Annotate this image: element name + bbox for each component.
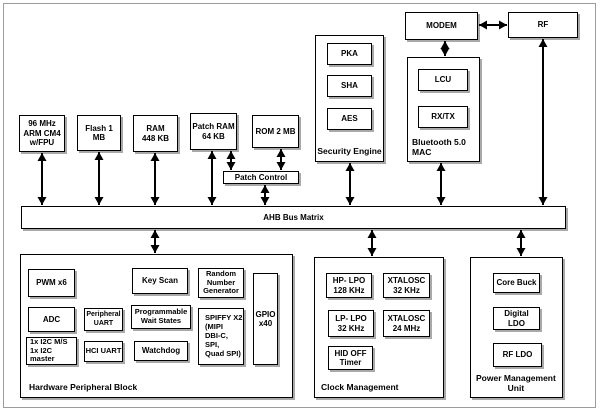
block-lp-lpo: LP- LPO 32 KHz bbox=[328, 310, 374, 337]
power-management-unit-title: Power Management Unit bbox=[476, 373, 556, 394]
block-programmable-wait-states: Programmable Wait States bbox=[131, 305, 191, 329]
block-modem: MODEM bbox=[405, 12, 478, 40]
security-engine-title: Security Engine bbox=[317, 146, 382, 157]
block-sha: SHA bbox=[327, 75, 372, 97]
block-rom: ROM 2 MB bbox=[252, 115, 299, 148]
block-xtalosc-32khz: XTALOSC 32 KHz bbox=[383, 273, 430, 298]
diagram-border bbox=[3, 3, 596, 408]
block-gpio: GPIO x40 bbox=[253, 273, 278, 365]
block-xtalosc-24mhz: XTALOSC 24 MHz bbox=[383, 310, 430, 337]
block-hid-off-timer: HID OFF Timer bbox=[328, 346, 373, 370]
block-lcu: LCU bbox=[418, 69, 468, 91]
block-hci-uart: HCI UART bbox=[84, 341, 123, 362]
block-random-number-generator: Random Number Generator bbox=[198, 268, 244, 298]
block-patch-ram: Patch RAM 64 KB bbox=[190, 113, 237, 150]
ahb-bus-matrix: AHB Bus Matrix bbox=[21, 206, 566, 229]
block-pwm: PWM x6 bbox=[28, 269, 75, 297]
clock-management-title: Clock Management bbox=[321, 382, 399, 393]
block-spiffy-x2: SPIFFY X2 (MIPI DBI-C, SPI, Quad SPI) bbox=[198, 308, 244, 365]
block-pka: PKA bbox=[327, 43, 372, 65]
block-rf: RF bbox=[508, 12, 578, 38]
block-i2c: 1x I2C M/S 1x I2C master bbox=[26, 337, 77, 365]
block-hp-lpo: HP- LPO 128 KHz bbox=[326, 273, 372, 298]
block-aes: AES bbox=[327, 108, 372, 130]
block-watchdog: Watchdog bbox=[134, 341, 188, 361]
block-ram: RAM 448 KB bbox=[133, 115, 178, 152]
block-digital-ldo: Digital LDO bbox=[493, 307, 540, 330]
bluetooth-mac-title: Bluetooth 5.0 MAC bbox=[412, 137, 466, 158]
block-cpu: 96 MHz ARM CM4 w/FPU bbox=[19, 115, 65, 152]
block-rf-ldo: RF LDO bbox=[493, 343, 542, 367]
block-peripheral-uart: Peripheral UART bbox=[84, 308, 123, 331]
block-patch-control: Patch Control bbox=[223, 171, 299, 184]
block-rxtx: RX/TX bbox=[418, 106, 468, 128]
block-flash: Flash 1 MB bbox=[77, 115, 121, 151]
hardware-peripheral-block-title: Hardware Peripheral Block bbox=[29, 382, 138, 393]
block-core-buck: Core Buck bbox=[493, 273, 540, 293]
block-key-scan: Key Scan bbox=[132, 268, 188, 294]
block-adc: ADC bbox=[28, 307, 75, 332]
